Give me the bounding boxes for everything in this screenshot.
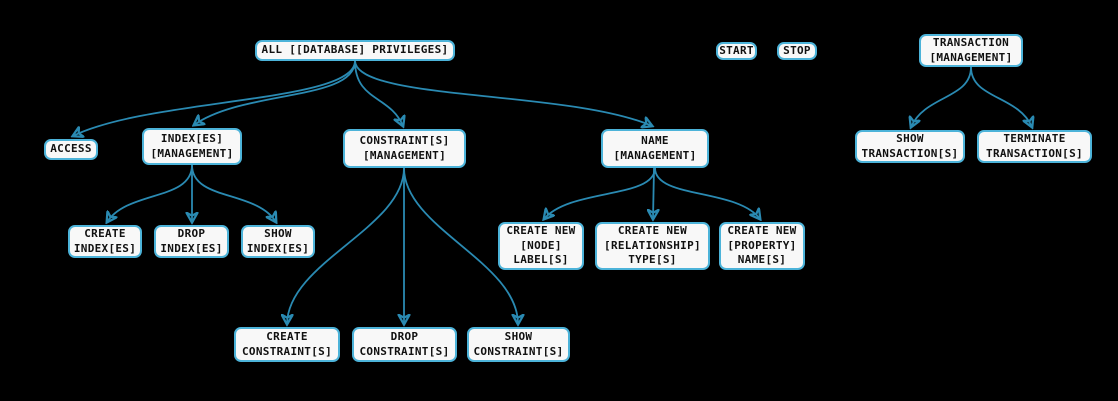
edge-index-to-show-index <box>191 164 276 222</box>
node-drop-constraint-label: DROP CONSTRAINT[S] <box>359 330 450 358</box>
node-constraint-management-label: CONSTRAINT[S] [MANAGEMENT] <box>359 134 450 162</box>
node-show-index: SHOW INDEX[ES] <box>241 225 315 258</box>
node-transaction-management: TRANSACTION [MANAGEMENT] <box>919 34 1023 67</box>
node-create-new-property-name-label: CREATE NEW [PROPERTY] NAME[S] <box>727 224 797 267</box>
node-create-new-property-name: CREATE NEW [PROPERTY] NAME[S] <box>719 222 805 270</box>
node-create-constraint: CREATE CONSTRAINT[S] <box>234 327 340 362</box>
edge-all-to-constraint-management <box>354 60 403 126</box>
node-constraint-management: CONSTRAINT[S] [MANAGEMENT] <box>343 129 466 168</box>
node-access: ACCESS <box>44 139 98 160</box>
node-create-new-relationship-type-label: CREATE NEW [RELATIONSHIP] TYPE[S] <box>604 224 701 267</box>
edge-constraint-to-show-constraint <box>403 167 518 324</box>
node-create-new-node-label: CREATE NEW [NODE] LABEL[S] <box>498 222 584 270</box>
node-show-transaction-label: SHOW TRANSACTION[S] <box>861 132 959 160</box>
node-terminate-transaction-label: TERMINATE TRANSACTION[S] <box>986 132 1083 160</box>
edge-transaction-to-show-transaction <box>911 66 972 127</box>
node-show-constraint: SHOW CONSTRAINT[S] <box>467 327 570 362</box>
node-stop: STOP <box>777 42 817 60</box>
edge-all-to-access <box>73 60 356 136</box>
node-create-new-relationship-type: CREATE NEW [RELATIONSHIP] TYPE[S] <box>595 222 710 270</box>
edge-name-to-node-label <box>544 167 656 219</box>
node-start-label: START <box>719 43 754 57</box>
node-show-transaction: SHOW TRANSACTION[S] <box>855 130 965 163</box>
edge-index-to-create-index <box>107 164 193 222</box>
node-start: START <box>716 42 757 60</box>
node-all-database-privileges: ALL [[DATABASE] PRIVILEGES] <box>255 40 455 61</box>
node-drop-constraint: DROP CONSTRAINT[S] <box>352 327 457 362</box>
node-show-constraint-label: SHOW CONSTRAINT[S] <box>473 330 564 358</box>
edge-name-to-property-name <box>654 167 760 219</box>
node-access-label: ACCESS <box>50 142 92 156</box>
node-name-management-label: NAME [MANAGEMENT] <box>613 134 697 162</box>
node-terminate-transaction: TERMINATE TRANSACTION[S] <box>977 130 1092 163</box>
edge-all-to-name-management <box>354 60 652 126</box>
edge-name-to-relationship-type <box>653 167 654 219</box>
node-create-constraint-label: CREATE CONSTRAINT[S] <box>242 330 332 358</box>
node-stop-label: STOP <box>783 43 811 57</box>
node-create-index: CREATE INDEX[ES] <box>68 225 142 258</box>
node-drop-index: DROP INDEX[ES] <box>154 225 229 258</box>
edge-all-to-index-management <box>194 60 356 125</box>
node-drop-index-label: DROP INDEX[ES] <box>160 227 223 255</box>
node-all-database-privileges-label: ALL [[DATABASE] PRIVILEGES] <box>261 43 449 57</box>
node-transaction-management-label: TRANSACTION [MANAGEMENT] <box>929 36 1013 64</box>
edge-constraint-to-create-constraint <box>287 167 405 324</box>
node-create-new-node-label-label: CREATE NEW [NODE] LABEL[S] <box>506 224 576 267</box>
node-index-management: INDEX[ES] [MANAGEMENT] <box>142 128 242 165</box>
edge-transaction-to-terminate-transaction <box>970 66 1032 127</box>
node-index-management-label: INDEX[ES] [MANAGEMENT] <box>150 132 234 160</box>
node-name-management: NAME [MANAGEMENT] <box>601 129 709 168</box>
node-create-index-label: CREATE INDEX[ES] <box>73 227 137 255</box>
node-show-index-label: SHOW INDEX[ES] <box>246 227 310 255</box>
